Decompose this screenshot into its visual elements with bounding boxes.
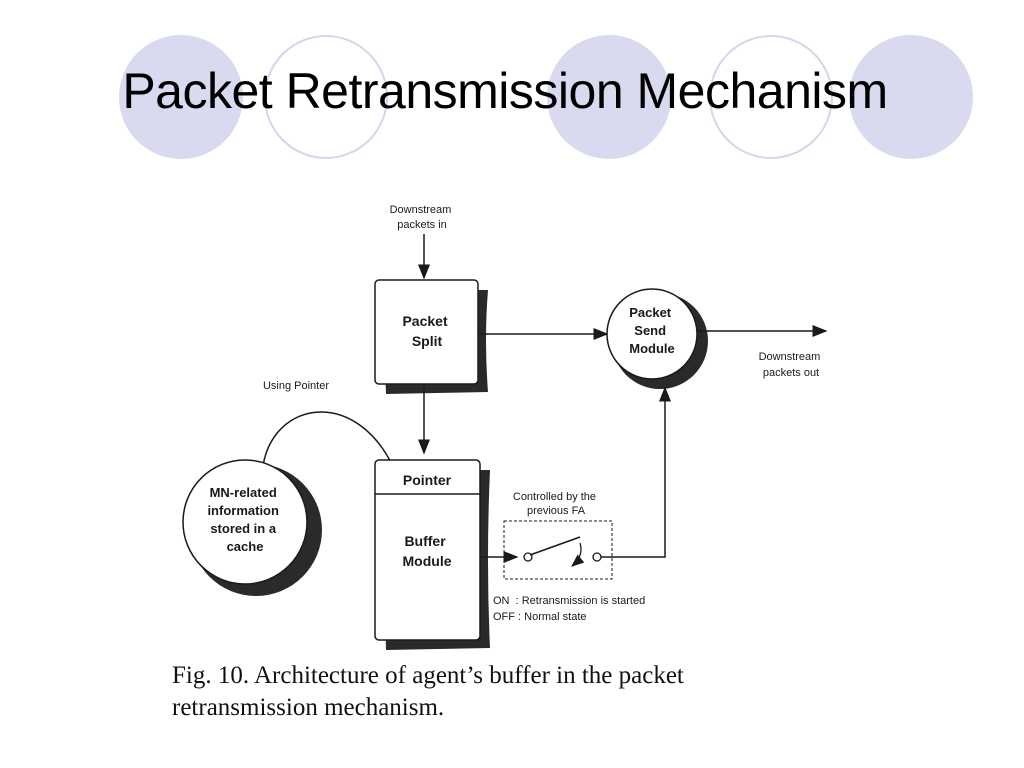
mn-cache-circle: MN-related information stored in a cache [182,459,322,596]
legend-on: ON : Retransmission is started [493,595,645,607]
slide-title: Packet Retransmission Mechanism [122,63,888,119]
switch-symbol [523,536,602,567]
decor-circle-filled [119,35,243,159]
decor-circle-outline [264,35,388,159]
arrow-switch-to-send [601,386,671,558]
mn-cache-label: MN-related information stored in a cache [207,485,282,554]
packet-split-label: Packet Split [402,313,451,349]
switch-box [503,520,613,580]
caption-line-2: retransmission mechanism. [172,694,445,721]
title-decoration [119,35,973,159]
downstream-out-label: Downstream packets out [759,351,824,379]
controlled-by-label: Controlled by the previous FA [513,491,599,517]
using-pointer-label: Using Pointer [263,380,329,392]
using-pointer-curve [261,411,399,481]
downstream-in-label: Downstream packets in [390,204,455,231]
buffer-module-label: Buffer Module [403,533,452,569]
decor-circle-filled [547,35,671,159]
packet-send-module: Packet Send Module [606,288,708,389]
decor-circle-filled [849,35,973,159]
legend-off: OFF : Normal state [493,611,587,623]
decor-circle-outline [709,35,833,159]
packet-send-module-label: Packet Send Module [629,305,675,356]
packet-split-box: Packet Split [374,279,488,394]
pointer-label: Pointer [403,472,452,488]
figure-caption: Fig. 10. Architecture of agent’s buffer … [172,660,892,724]
caption-line-1: Fig. 10. Architecture of agent’s buffer … [172,662,684,689]
buffer-module-box: Pointer Buffer Module [374,459,490,650]
